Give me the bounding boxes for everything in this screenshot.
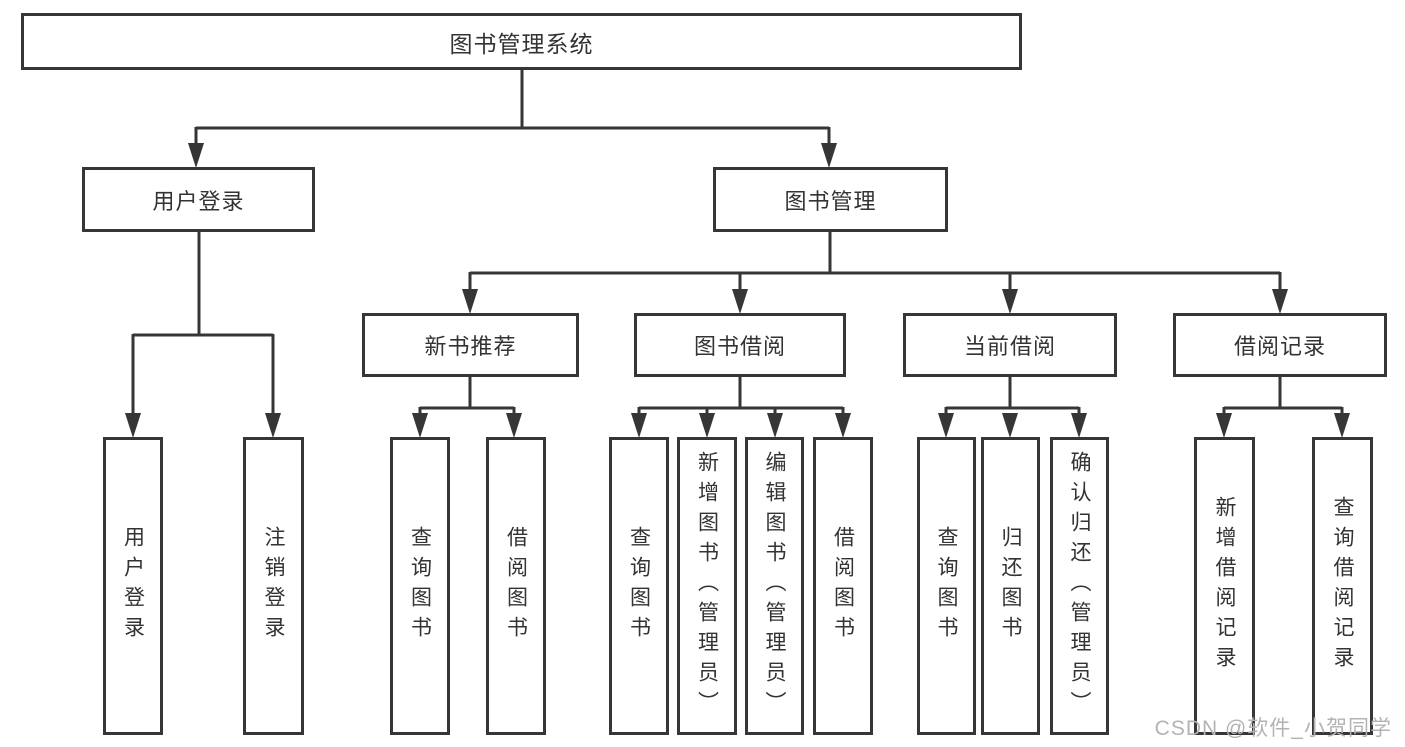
leaf-label: 新增借阅记录 (1213, 496, 1236, 676)
node-book-borrowing: 图书借阅 (634, 313, 846, 377)
node-book-management: 图书管理 (713, 167, 948, 232)
leaf-add-book-admin: 新增图书（管理员） (677, 437, 737, 735)
watermark: CSDN @软件_小贺同学 (1154, 717, 1392, 740)
leaf-label: 查询图书 (408, 526, 432, 646)
leaf-borrow-books-1: 借阅图书 (486, 437, 546, 735)
node-label: 新书推荐 (424, 334, 517, 359)
node-library-management-system: 图书管理系统 (21, 13, 1022, 70)
leaf-query-books-2: 查询图书 (609, 437, 669, 735)
leaf-confirm-return-admin: 确认归还（管理员） (1050, 437, 1109, 735)
leaf-label: 编辑图书（管理员） (763, 451, 786, 721)
leaf-query-borrow-record: 查询借阅记录 (1312, 437, 1373, 735)
leaf-query-books-3: 查询图书 (917, 437, 976, 735)
node-user-login: 用户登录 (82, 167, 315, 232)
leaf-label: 注销登录 (262, 526, 285, 646)
leaf-logout-login: 注销登录 (243, 437, 304, 735)
node-borrowing-records: 借阅记录 (1173, 313, 1387, 377)
leaf-edit-book-admin: 编辑图书（管理员） (745, 437, 804, 735)
leaf-borrow-books-2: 借阅图书 (813, 437, 873, 735)
leaf-label: 借阅图书 (504, 526, 528, 646)
leaf-label: 新增图书（管理员） (695, 451, 719, 721)
leaf-label: 用户登录 (121, 526, 145, 646)
leaf-label: 查询借阅记录 (1331, 496, 1354, 676)
leaf-query-books-1: 查询图书 (390, 437, 450, 735)
node-label: 当前借阅 (963, 334, 1056, 359)
node-label: 图书管理系统 (449, 30, 594, 57)
leaf-user-login: 用户登录 (103, 437, 163, 735)
leaf-return-books: 归还图书 (981, 437, 1040, 735)
node-new-book-recommendation: 新书推荐 (362, 313, 579, 377)
leaf-label: 确认归还（管理员） (1068, 451, 1091, 721)
node-label: 图书借阅 (693, 334, 786, 359)
node-label: 用户登录 (152, 188, 245, 214)
leaf-label: 归还图书 (999, 526, 1022, 646)
node-label: 图书管理 (784, 188, 877, 214)
leaf-label: 借阅图书 (831, 526, 855, 646)
leaf-add-borrow-record: 新增借阅记录 (1194, 437, 1255, 735)
leaf-label: 查询图书 (627, 526, 651, 646)
node-current-borrowing: 当前借阅 (903, 313, 1117, 377)
leaf-label: 查询图书 (935, 526, 958, 646)
node-label: 借阅记录 (1233, 334, 1326, 359)
